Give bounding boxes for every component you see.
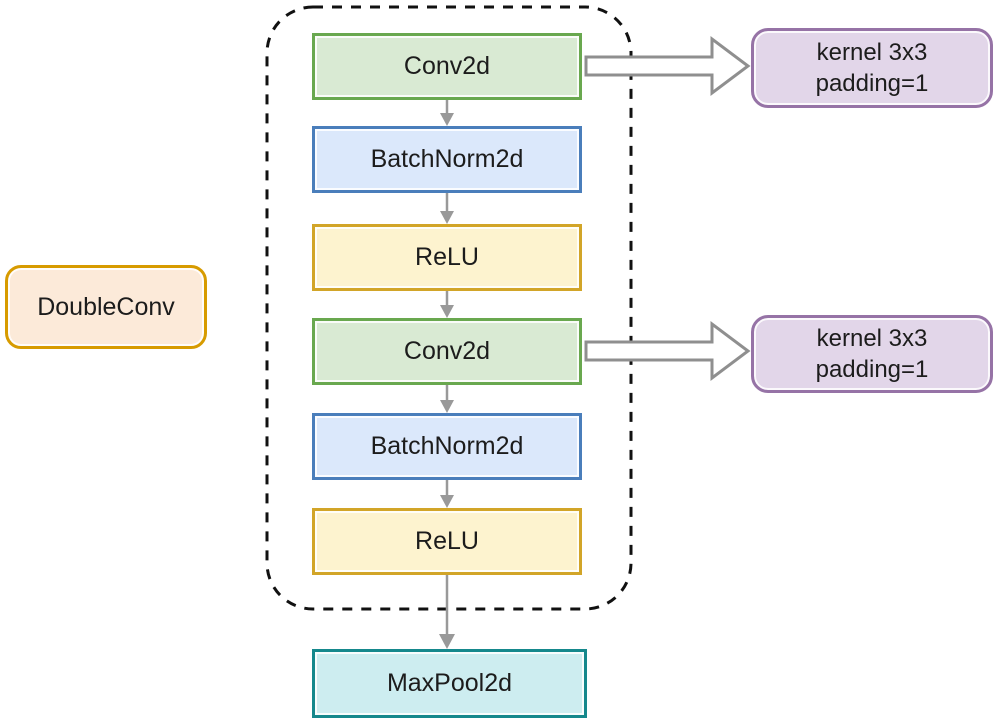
node-batchnorm2d-2: BatchNorm2d [312, 413, 582, 480]
label-doubleconv: DoubleConv [5, 265, 207, 349]
node-relu-2: ReLU [312, 508, 582, 575]
flow-arrow-conv2-bn2 [440, 385, 454, 413]
flow-arrow-bn1-relu1 [440, 193, 454, 224]
annotation-1-line-2: padding=1 [815, 70, 929, 97]
flow-arrow-relu2-maxpool [439, 575, 455, 649]
node-conv2d-2: Conv2d [312, 318, 582, 385]
flow-arrow-bn2-relu2 [440, 480, 454, 508]
annotation-arrow-2 [584, 321, 751, 381]
annotation-2-line-2: padding=1 [815, 356, 929, 383]
node-maxpool2d: MaxPool2d [312, 649, 587, 718]
annotation-arrow-1 [584, 36, 751, 96]
node-conv2d-1: Conv2d [312, 33, 582, 100]
flow-arrow-relu1-conv2 [440, 291, 454, 318]
flow-arrow-conv1-bn1 [440, 100, 454, 126]
annotation-kernel-1: kernel 3x3 padding=1 [751, 28, 993, 108]
flow-arrows [439, 100, 455, 649]
node-batchnorm2d-1: BatchNorm2d [312, 126, 582, 193]
annotation-2-line-1: kernel 3x3 [816, 325, 928, 352]
doubleconv-dashed-container [265, 5, 633, 611]
annotation-1-line-1: kernel 3x3 [816, 39, 928, 66]
annotation-kernel-2: kernel 3x3 padding=1 [751, 315, 993, 393]
node-relu-1: ReLU [312, 224, 582, 291]
